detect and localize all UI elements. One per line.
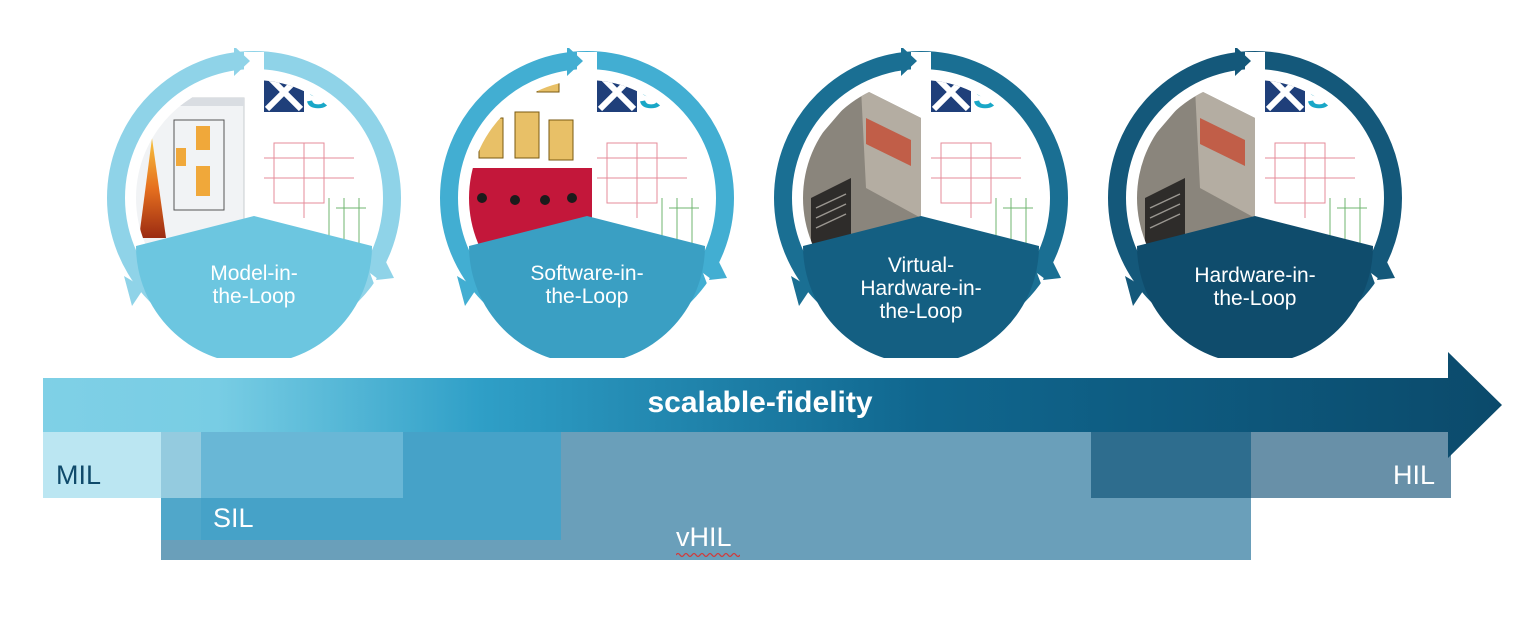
mil-label: MIL [56,460,102,490]
vhil-label: vHIL [676,522,732,552]
sil-label: SIL [213,503,254,533]
cycle-ring-icon: SIE Mode [1108,48,1402,358]
stage-hardware-in-the-loop: SIE Mode Hardware-in- the-Loop [1105,48,1405,358]
cycle-ring-icon: SIE Mode [774,48,1068,358]
stage-label: Model-in- the-Loop [210,262,298,308]
cycle-ring-icon: SIE Mode [107,48,401,358]
mil-sil-core-overlap [201,432,403,498]
stage-label: Software-in- the-Loop [530,262,644,308]
stage-label: Hardware-in- the-Loop [1194,264,1316,310]
fidelity-title: scalable-fidelity [647,386,873,419]
stage-software-in-the-loop: VSI Virtual Functi SIE Mode [437,48,737,358]
stage-label: Virtual- Hardware-in- the-Loop [860,254,982,323]
stage-virtual-hardware-in-the-loop: SIE Mode Virtual- Hardware-in- the-Loop [771,48,1071,358]
hil-label: HIL [1393,460,1436,490]
hil-vhil-overlap [1091,432,1251,498]
cycle-ring-icon: VSI Virtual Functi SIE Mode [440,48,734,358]
spellcheck-underline [676,552,740,558]
stage-model-in-the-loop: SIE Mode Model-in- the-Loop [104,48,404,358]
